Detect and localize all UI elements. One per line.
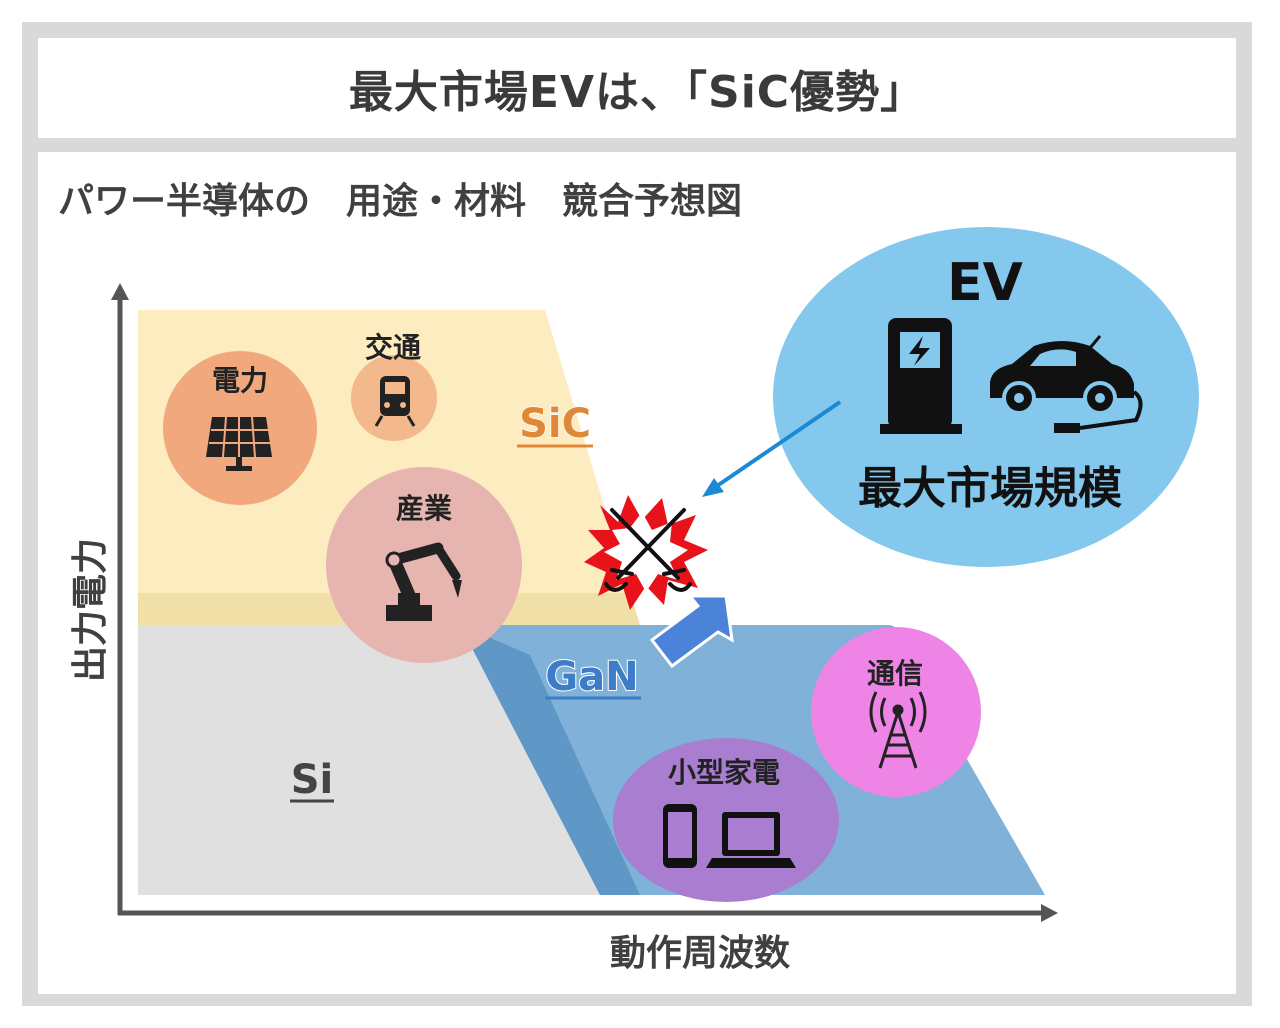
sic-label: SiC (519, 401, 591, 447)
industry-label: 産業 (396, 492, 452, 525)
title-box: 最大市場EVは、「SiC優勢」 (38, 38, 1236, 138)
y-axis-label: 出力電力 (70, 538, 111, 682)
smartphone-icon (663, 804, 697, 868)
si-region (138, 625, 600, 895)
charger-icon (880, 318, 962, 434)
telecom-label: 通信 (867, 657, 923, 690)
antenna-icon (869, 691, 927, 769)
si-label: Si (291, 757, 334, 803)
power-label: 電力 (212, 364, 268, 397)
x-axis-arrowhead (1041, 904, 1058, 922)
appliances-label: 小型家電 (668, 756, 780, 789)
y-axis-arrowhead (111, 283, 129, 300)
car-icon (990, 335, 1143, 433)
robot-arm-icon (385, 542, 462, 621)
diagram-subtitle: パワー半導体の 用途・材料 競合予想図 (58, 181, 743, 222)
ev-heading: EV (947, 253, 1023, 313)
gan-arrow-icon (649, 594, 734, 669)
transport-label: 交通 (365, 331, 421, 364)
page-title: 最大市場EVは、「SiC優勢」 (348, 67, 926, 118)
ev-caption: 最大市場規模 (858, 463, 1122, 514)
gan-region-side (460, 625, 640, 895)
crossed-swords-icon (604, 508, 692, 592)
industry-bubble (326, 467, 522, 663)
train-icon (374, 376, 416, 427)
solar-panel-icon (206, 416, 272, 471)
ev-bubble (773, 227, 1199, 567)
x-axis-label: 動作周波数 (610, 933, 790, 974)
laptop-icon (706, 812, 796, 868)
gan-label: GaN (545, 654, 638, 700)
ev-arrow-icon (702, 400, 842, 497)
